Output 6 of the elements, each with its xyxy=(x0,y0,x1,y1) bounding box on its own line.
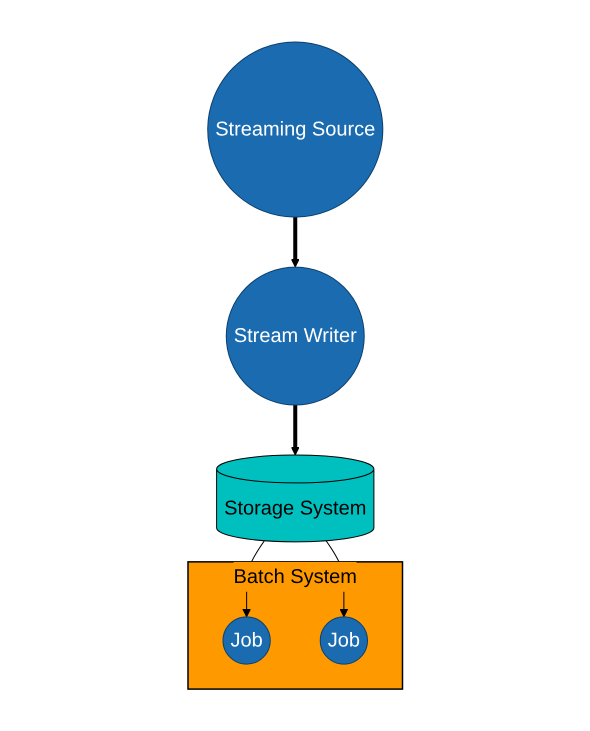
node-circle: Streaming Source xyxy=(206,41,384,218)
arrow xyxy=(290,405,300,456)
node-circle: Job xyxy=(222,616,270,665)
node-circle: Stream Writer xyxy=(226,266,364,406)
node-circle: Job xyxy=(320,616,368,665)
arrow xyxy=(290,217,300,268)
